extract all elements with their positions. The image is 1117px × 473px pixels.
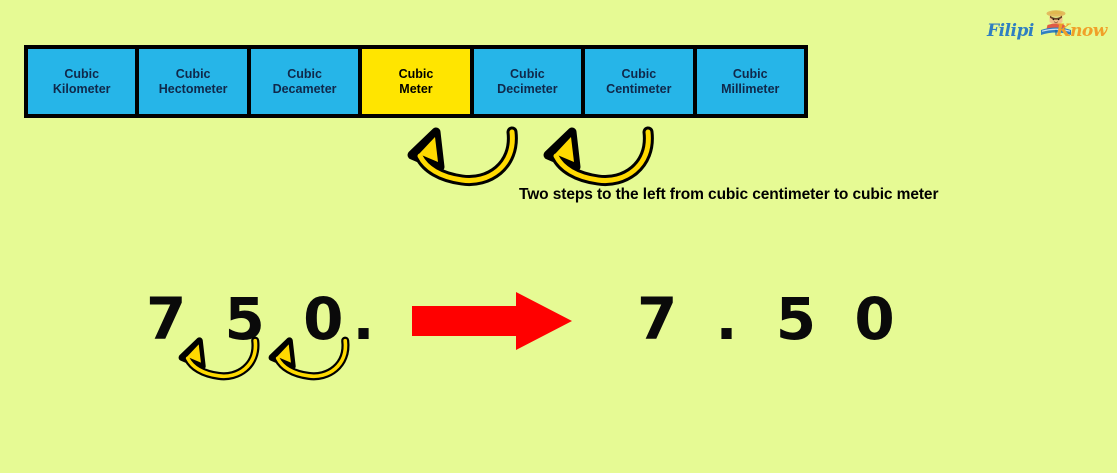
site-logo: Filipi Know	[987, 8, 1107, 48]
scale-cell-line1: Cubic	[398, 66, 434, 81]
scale-cell-line1: Cubic	[732, 66, 768, 81]
logo-text-secondary: Know	[1055, 21, 1108, 41]
right-arrow-icon	[412, 292, 572, 350]
value-before: 7 5 0.	[146, 285, 384, 353]
scale-cell-cubic-decimeter[interactable]: Cubic Decimeter	[473, 49, 586, 114]
scale-cell-line1: Cubic	[287, 66, 322, 81]
scale-cell-line2: Millimeter	[721, 81, 780, 96]
scale-cell-line2: Centimeter	[606, 81, 672, 96]
curved-left-arrow-icon	[178, 336, 260, 381]
logo-wordmark: Filipi Know	[987, 21, 1107, 41]
scale-cell-line1: Cubic	[510, 66, 545, 81]
scale-cell-cubic-kilometer[interactable]: Cubic Kilometer	[28, 49, 140, 114]
logo-text-primary: Filipi	[987, 21, 1034, 41]
scale-cell-line2: Kilometer	[52, 81, 111, 96]
scale-cell-line2: Hectometer	[158, 81, 228, 96]
scale-cell-cubic-millimeter[interactable]: Cubic Millimeter	[696, 49, 804, 114]
scale-cell-cubic-decameter[interactable]: Cubic Decameter	[250, 49, 363, 114]
scale-cell-cubic-hectometer[interactable]: Cubic Hectometer	[139, 49, 251, 114]
curved-left-arrow-icon	[543, 126, 654, 187]
scale-cell-cubic-centimeter[interactable]: Cubic Centimeter	[585, 49, 697, 114]
metric-volume-unit-scale: Cubic Kilometer Cubic Hectometer Cubic D…	[24, 45, 808, 118]
scale-cell-line1: Cubic	[621, 66, 657, 81]
curved-left-arrow-icon	[407, 126, 518, 187]
value-after: 7 . 5 0	[637, 285, 904, 353]
student-reading-book-icon	[1041, 10, 1071, 35]
scale-cell-cubic-meter[interactable]: Cubic Meter	[362, 49, 474, 114]
scale-cell-line2: Decameter	[272, 81, 337, 96]
caption-text: Two steps to the left from cubic centime…	[519, 186, 939, 203]
curved-left-arrow-icon	[268, 336, 350, 381]
scale-cell-line2: Meter	[399, 81, 433, 96]
scale-cell-line1: Cubic	[64, 66, 100, 81]
scale-cell-line2: Decimeter	[497, 81, 558, 96]
scale-cell-line1: Cubic	[175, 66, 211, 81]
